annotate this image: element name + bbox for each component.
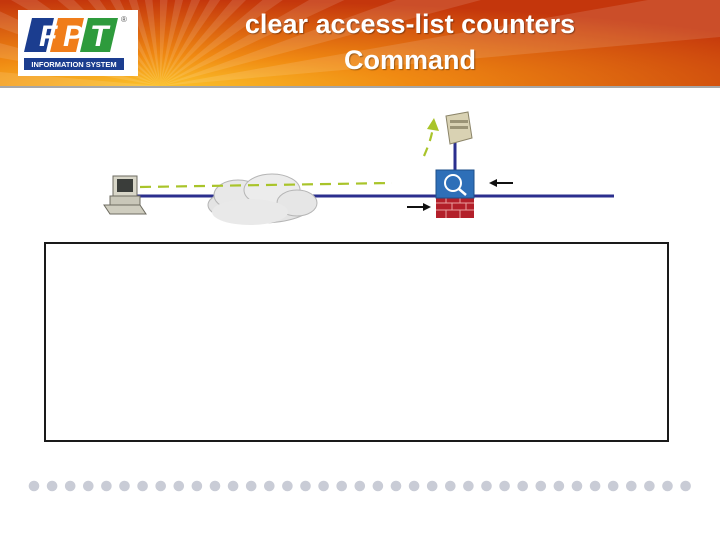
command-output-box [44, 242, 669, 442]
divider-dot [282, 480, 293, 492]
traffic-flow-curve [422, 125, 435, 157]
divider-dot [191, 480, 203, 492]
internet-cloud-icon [207, 173, 318, 225]
divider-dot [481, 480, 492, 492]
svg-text:F: F [39, 20, 58, 53]
network-diagram [103, 111, 614, 225]
divider-dot [209, 480, 221, 492]
divider-dot [662, 480, 673, 492]
divider-dot [137, 480, 148, 492]
page-title: clear access-list counters Command [170, 6, 650, 78]
flow-arrowhead [427, 118, 439, 131]
title-line-2: Command [343, 45, 476, 75]
divider-dot [426, 480, 438, 492]
divider-dot [680, 480, 691, 492]
fpt-logo: F P T ® INFORMATION SYSTEM [18, 10, 138, 76]
divider-dot [372, 480, 384, 492]
header-divider [0, 86, 720, 88]
divider-dot [644, 480, 655, 492]
divider-dot [46, 480, 58, 492]
divider-dot [83, 480, 94, 492]
svg-text:P: P [63, 20, 84, 53]
header-bar: F P T ® INFORMATION SYSTEM clear access-… [0, 0, 720, 86]
inbound-arrow-icon [489, 179, 513, 187]
divider-dot [336, 480, 348, 492]
divider-dot [589, 480, 601, 492]
divider-dot [445, 480, 456, 492]
divider-dot [64, 480, 76, 492]
divider-dot [463, 480, 474, 492]
traffic-flow-line [139, 181, 393, 189]
divider-dot [227, 480, 239, 492]
divider-dot [173, 480, 185, 492]
divider-dot [245, 480, 257, 492]
divider-dot [28, 480, 40, 492]
pc-icon [103, 175, 147, 215]
svg-text:®: ® [121, 15, 127, 24]
logo-subtitle: INFORMATION SYSTEM [31, 60, 116, 69]
server-icon [445, 111, 473, 145]
divider-dot [408, 480, 420, 492]
divider-dot [354, 480, 366, 492]
divider-dot [300, 480, 311, 492]
divider-dot [571, 480, 583, 492]
divider-dot [119, 480, 130, 492]
divider-dot [101, 480, 112, 492]
divider-dot [553, 480, 565, 492]
dot-divider [28, 480, 691, 492]
outbound-arrow-icon [407, 203, 431, 211]
firewall-icon [435, 169, 475, 218]
title-line-1: clear access-list counters [244, 9, 576, 39]
divider-dot [535, 480, 547, 492]
divider-dot [517, 480, 528, 492]
divider-dot [499, 480, 510, 492]
divider-dot [607, 480, 619, 492]
divider-dot [264, 480, 275, 492]
svg-text:T: T [90, 20, 111, 53]
divider-dot [318, 480, 329, 492]
divider-dot [626, 480, 637, 492]
divider-dot [155, 480, 166, 492]
divider-dot [390, 480, 402, 492]
